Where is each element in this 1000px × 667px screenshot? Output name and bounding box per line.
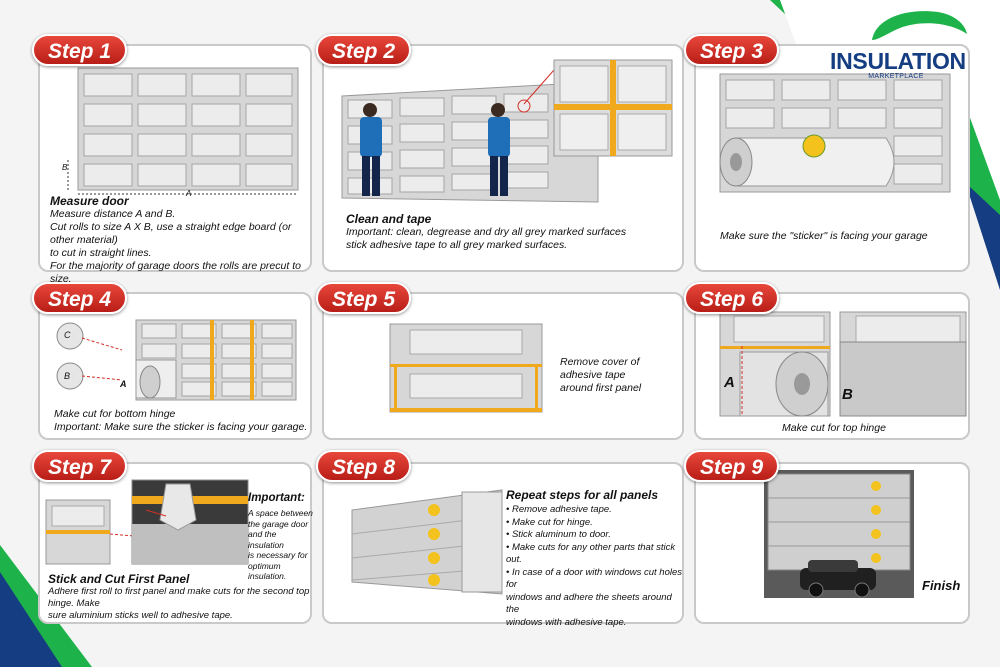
step-1-title: Measure door xyxy=(50,194,129,208)
step-4-label-a: A xyxy=(120,379,127,389)
step-3-card: Make sure the "sticker" is facing your g… xyxy=(694,44,970,272)
step-8-badge: Step 8 xyxy=(316,450,412,482)
step-2-text: Important: clean, degrease and dry all g… xyxy=(346,226,627,251)
step-1-badge: Step 1 xyxy=(32,34,128,66)
step-1-label-b: B xyxy=(62,163,68,172)
step-8-title: Repeat steps for all panels xyxy=(506,488,659,502)
step-3-roll-illustration xyxy=(719,73,951,193)
step-6-card: A B Make cut for top hinge xyxy=(694,292,970,440)
step-2-card: Clean and tape Important: clean, degreas… xyxy=(322,44,684,272)
step-3-badge: Step 3 xyxy=(684,34,780,66)
step-9-finished-garage-illustration xyxy=(764,470,914,598)
step-7-first-panel-illustration xyxy=(45,479,249,565)
step-4-card: C B A Make cut for bottom hinge Importan… xyxy=(38,292,312,440)
step-6-label-a: A xyxy=(724,374,735,391)
step-3-text: Make sure the "sticker" is facing your g… xyxy=(720,230,928,242)
step-5-text: Remove cover of adhesive tape around fir… xyxy=(560,356,642,394)
step-6-text: Make cut for top hinge xyxy=(782,422,886,434)
step-5-panel-illustration xyxy=(389,323,543,413)
step-5-badge: Step 5 xyxy=(316,282,412,314)
step-6-badge: Step 6 xyxy=(684,282,780,314)
step-9-badge: Step 9 xyxy=(684,450,780,482)
step-6-label-b: B xyxy=(842,386,853,403)
step-1-label-a: A xyxy=(186,189,192,198)
step-7-card: Important: A space between the garage do… xyxy=(38,462,313,624)
step-2-title: Clean and tape xyxy=(346,212,432,226)
step-4-label-c: C xyxy=(64,330,71,340)
brand-name: INSULATION xyxy=(830,48,966,74)
step-1-garage-door-illustration xyxy=(67,67,299,195)
step-2-workers-illustration xyxy=(341,59,673,203)
step-1-card: B A Measure door Measure distance A and … xyxy=(38,44,312,285)
step-5-card: Remove cover of adhesive tape around fir… xyxy=(322,292,684,440)
step-6-top-hinge-illustration xyxy=(719,311,967,417)
step-9-text: Finish xyxy=(922,578,961,593)
step-4-label-b: B xyxy=(64,371,71,381)
step-2-badge: Step 2 xyxy=(316,34,412,66)
step-1-text: Measure distance A and B. Cut rolls to s… xyxy=(50,208,301,285)
step-8-panels-illustration xyxy=(351,489,503,595)
step-8-card: Repeat steps for all panels • Remove adh… xyxy=(322,462,684,628)
step-7-title: Stick and Cut First Panel xyxy=(48,572,190,586)
step-4-badge: Step 4 xyxy=(32,282,128,314)
step-4-hinge-illustration xyxy=(56,319,297,401)
step-4-text: Make cut for bottom hinge Important: Mak… xyxy=(54,408,308,433)
step-7-badge: Step 7 xyxy=(32,450,128,482)
step-7-text: Adhere first roll to first panel and mak… xyxy=(48,586,310,621)
brand-logo: INSULATION MARKETPLACE xyxy=(830,48,966,80)
step-9-card: Finish xyxy=(694,462,970,624)
step-7-note: A space between the garage door and the … xyxy=(248,508,313,581)
step-7-note-title: Important: xyxy=(248,492,305,504)
step-8-text: • Remove adhesive tape. • Make cut for h… xyxy=(506,504,683,628)
